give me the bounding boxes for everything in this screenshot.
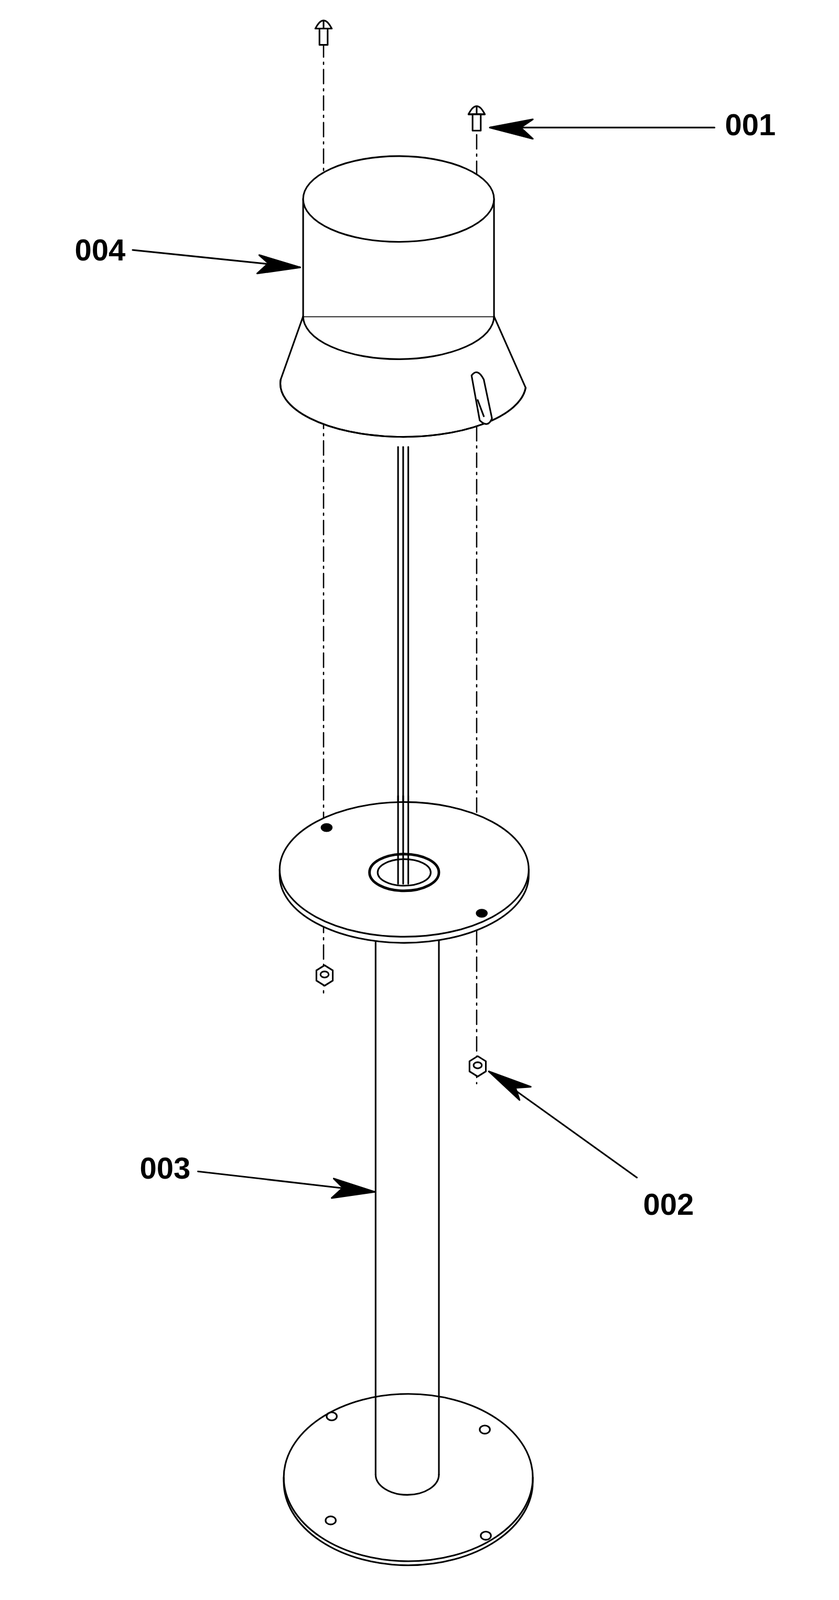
- base-plate: [283, 1394, 533, 1567]
- beacon-lamp: [280, 156, 526, 438]
- mounting-flange: [279, 796, 529, 944]
- callout-number: 001: [725, 109, 777, 141]
- leader-line: [489, 119, 715, 139]
- leader-line: [198, 1171, 375, 1199]
- screw: [468, 105, 485, 131]
- screw: [315, 20, 332, 46]
- nut: [469, 1056, 486, 1078]
- callout-number: 002: [643, 1189, 695, 1221]
- callout-number: 004: [74, 234, 126, 266]
- callout-number: 003: [140, 1153, 191, 1185]
- nut: [316, 965, 333, 987]
- leader-line: [132, 250, 300, 274]
- leader-line: [488, 1071, 637, 1178]
- post-tube: [375, 923, 439, 1496]
